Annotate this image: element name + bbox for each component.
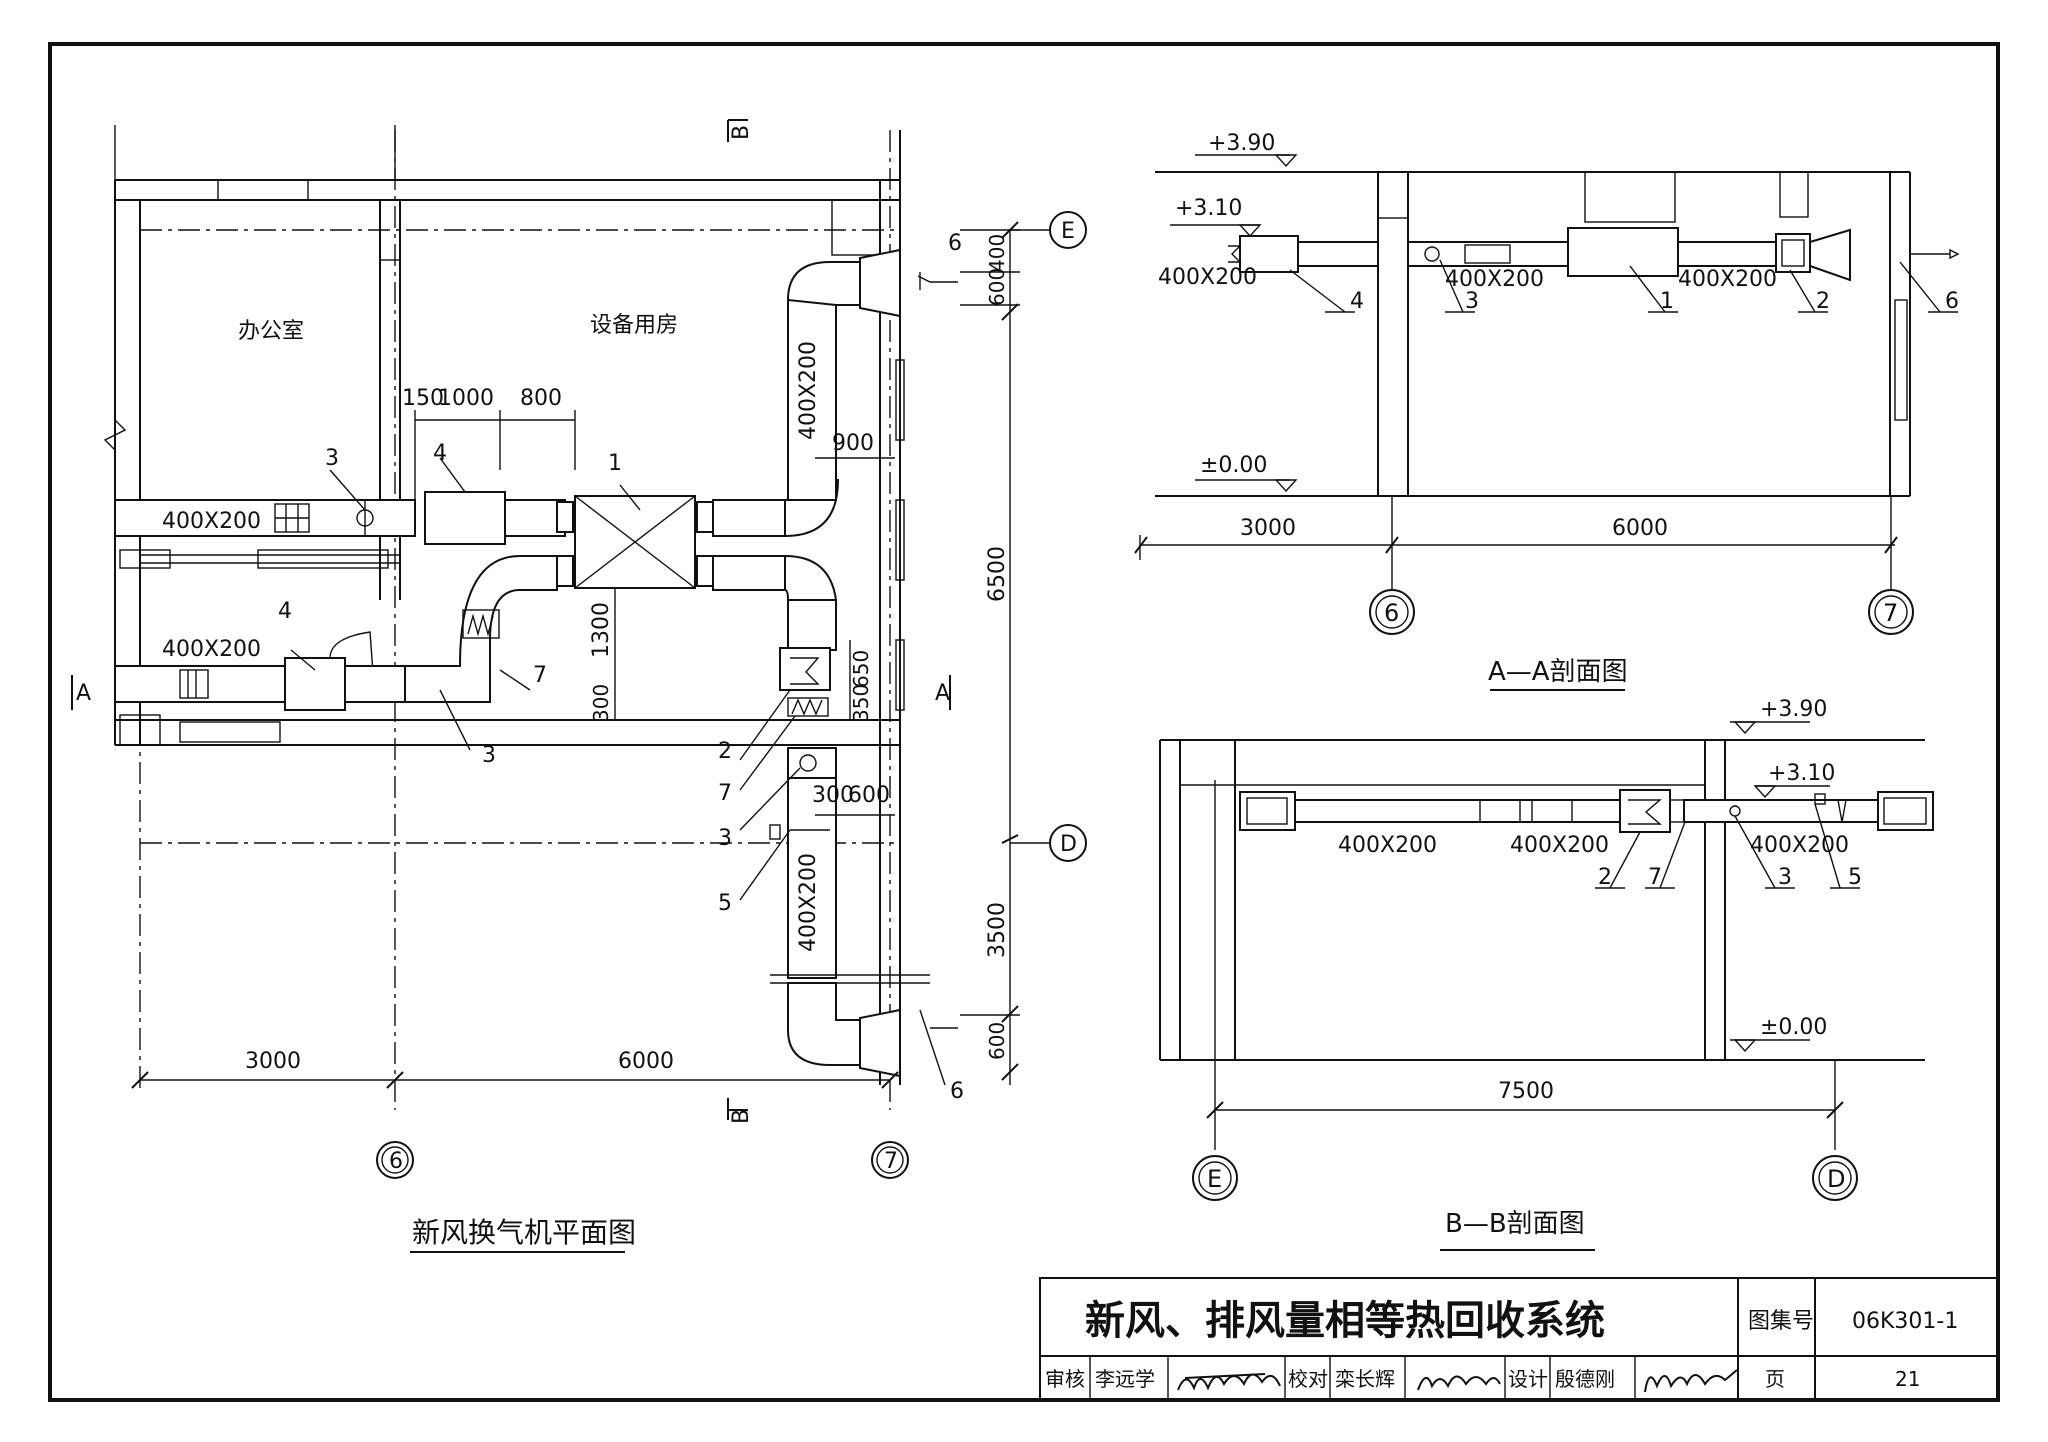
plan-view bbox=[71, 119, 1087, 1253]
axis-bubble-7: 7 bbox=[884, 1149, 898, 1174]
title-block bbox=[1039, 1277, 1999, 1401]
aa-label-1: 1 bbox=[1660, 289, 1674, 314]
signature-reviewer bbox=[1177, 1373, 1281, 1391]
aa-elev-floor: ±0.00 bbox=[1200, 453, 1267, 478]
design-label: 设计 bbox=[1508, 1367, 1548, 1391]
review-label: 审核 bbox=[1045, 1367, 1085, 1391]
check-label: 校对 bbox=[1288, 1367, 1328, 1391]
dim-3000: 3000 bbox=[245, 1049, 301, 1074]
aa-elev-duct: +3.10 bbox=[1175, 196, 1242, 221]
bb-elev-floor: ±0.00 bbox=[1760, 1015, 1827, 1040]
bb-duct-size-1: 400X200 bbox=[1338, 833, 1437, 858]
plan-label-2: 2 bbox=[718, 739, 732, 764]
bb-elev-top: +3.90 bbox=[1760, 697, 1827, 722]
dim-600-upper: 600 bbox=[985, 268, 1009, 306]
sheet-border bbox=[48, 42, 2000, 1402]
dim-6000: 6000 bbox=[618, 1049, 674, 1074]
dim-600-lower: 600 bbox=[985, 1022, 1009, 1060]
dim-1300: 1300 bbox=[589, 602, 614, 658]
dim-400: 400 bbox=[985, 234, 1009, 272]
dim-1000: 1000 bbox=[438, 386, 494, 411]
room-equipment-label: 设备用房 bbox=[590, 313, 678, 338]
axis-bubble-d: D bbox=[1060, 832, 1077, 857]
aa-section-title: A—A剖面图 bbox=[1488, 657, 1628, 687]
dim-150: 150 bbox=[402, 386, 444, 411]
signature-checker bbox=[1417, 1375, 1501, 1391]
designer-name: 殷德刚 bbox=[1555, 1367, 1615, 1391]
aa-duct-size-2: 400X200 bbox=[1445, 267, 1544, 292]
dim-800: 800 bbox=[520, 386, 562, 411]
aa-label-6: 6 bbox=[1945, 289, 1959, 314]
plan-title: 新风换气机平面图 bbox=[412, 1216, 636, 1249]
page-label: 页 bbox=[1765, 1367, 1785, 1391]
aa-label-3: 3 bbox=[1465, 289, 1479, 314]
section-mark-b-top: B bbox=[729, 125, 754, 140]
plan-label-7-right: 7 bbox=[718, 781, 732, 806]
bb-label-2: 2 bbox=[1598, 865, 1612, 890]
plan-label-3-upper: 3 bbox=[325, 446, 339, 471]
aa-elev-top: +3.90 bbox=[1208, 131, 1275, 156]
section-mark-a-left: A bbox=[76, 681, 91, 706]
dim-350: 350 bbox=[849, 684, 873, 722]
section-mark-a-right: A bbox=[935, 681, 950, 706]
aa-label-2: 2 bbox=[1816, 289, 1830, 314]
plan-label-7-lower: 7 bbox=[533, 663, 547, 688]
dim-6500: 6500 bbox=[985, 546, 1010, 602]
dim-650: 650 bbox=[849, 650, 873, 688]
plan-label-1: 1 bbox=[608, 451, 622, 476]
atlas-number: 06K301-1 bbox=[1852, 1309, 1958, 1334]
aa-duct-size-1: 400X200 bbox=[1158, 265, 1257, 290]
checker-name: 栾长辉 bbox=[1335, 1367, 1395, 1391]
aa-label-4: 4 bbox=[1350, 289, 1364, 314]
duct-size-vertical-bottom: 400X200 bbox=[796, 853, 821, 952]
bb-label-7: 7 bbox=[1648, 865, 1662, 890]
plan-label-4-lower: 4 bbox=[278, 599, 292, 624]
dim-300-right: 300 bbox=[812, 783, 854, 808]
plan-label-3-lower: 3 bbox=[482, 743, 496, 768]
section-mark-b-bottom: B bbox=[729, 1109, 754, 1124]
plan-label-4-upper: 4 bbox=[433, 441, 447, 466]
section-aa bbox=[1134, 154, 1960, 691]
bb-label-3: 3 bbox=[1778, 865, 1792, 890]
aa-duct-size-3: 400X200 bbox=[1678, 267, 1777, 292]
section-bb bbox=[1159, 721, 1934, 1251]
bb-elev-duct: +3.10 bbox=[1768, 761, 1835, 786]
page-number: 21 bbox=[1895, 1367, 1920, 1391]
plan-label-6-top: 6 bbox=[948, 231, 962, 256]
aa-dim-6000: 6000 bbox=[1612, 516, 1668, 541]
duct-size-upper: 400X200 bbox=[162, 509, 261, 534]
bb-dim-7500: 7500 bbox=[1498, 1079, 1554, 1104]
dim-600-top: 600 bbox=[848, 783, 890, 808]
reviewer-name: 李远学 bbox=[1095, 1367, 1155, 1391]
duct-size-lower: 400X200 bbox=[162, 637, 261, 662]
axis-bubble-e: E bbox=[1061, 219, 1075, 244]
bb-duct-size-3: 400X200 bbox=[1750, 833, 1849, 858]
atlas-label: 图集号 bbox=[1748, 1309, 1814, 1334]
bb-label-5: 5 bbox=[1848, 865, 1862, 890]
dim-300-left: 300 bbox=[589, 684, 613, 722]
plan-label-3-right: 3 bbox=[718, 826, 732, 851]
bb-axis-bubble-e: E bbox=[1207, 1165, 1222, 1193]
aa-axis-bubble-7: 7 bbox=[1883, 599, 1898, 627]
dim-3500: 3500 bbox=[985, 902, 1010, 958]
bb-duct-size-2: 400X200 bbox=[1510, 833, 1609, 858]
plan-label-6-bottom: 6 bbox=[950, 1079, 964, 1104]
aa-axis-bubble-6: 6 bbox=[1384, 599, 1399, 627]
sheet-title: 新风、排风量相等热回收系统 bbox=[1085, 1298, 1605, 1344]
aa-dim-3000: 3000 bbox=[1240, 516, 1296, 541]
room-office-label: 办公室 bbox=[238, 319, 304, 344]
duct-size-vertical-top: 400X200 bbox=[796, 341, 821, 440]
bb-axis-bubble-d: D bbox=[1827, 1165, 1845, 1193]
dim-900: 900 bbox=[832, 431, 874, 456]
plan-label-5: 5 bbox=[718, 891, 732, 916]
axis-bubble-6: 6 bbox=[389, 1149, 403, 1174]
signature-designer bbox=[1644, 1369, 1738, 1393]
bb-section-title: B—B剖面图 bbox=[1445, 1209, 1585, 1239]
